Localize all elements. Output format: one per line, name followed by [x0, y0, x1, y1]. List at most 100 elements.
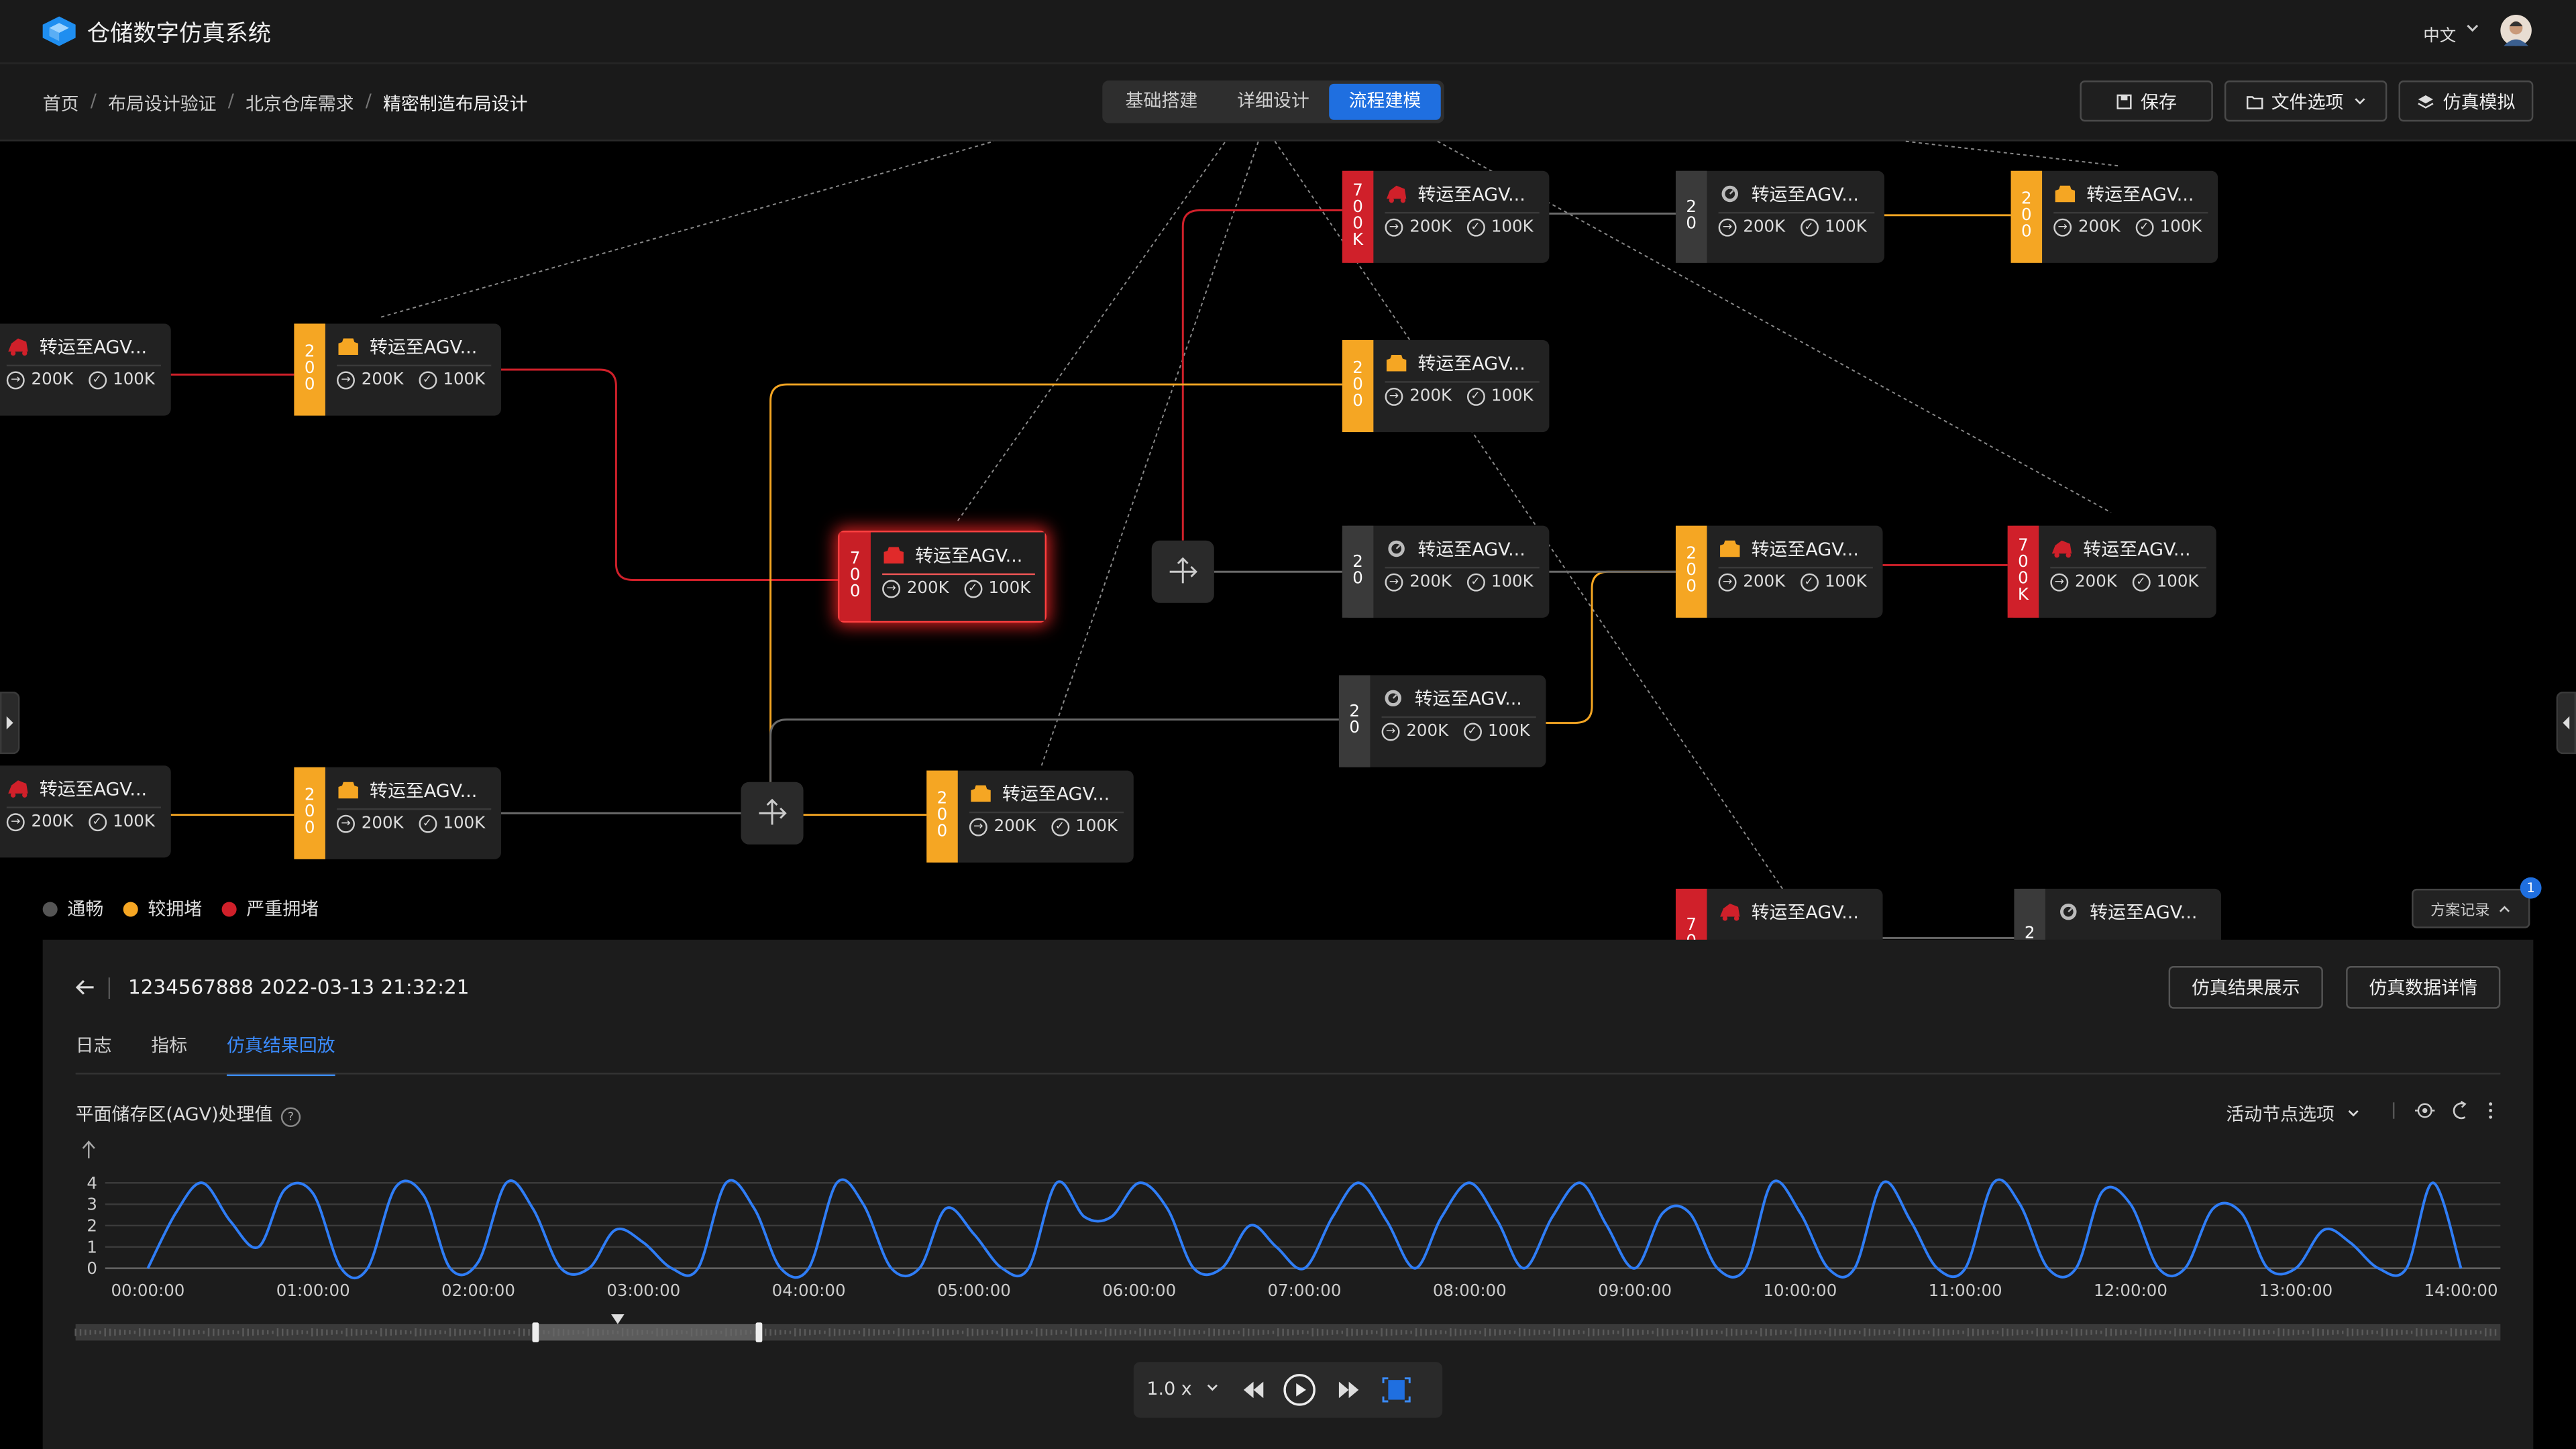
fast-forward-icon[interactable] — [1337, 1380, 1360, 1399]
node-input-value: 200K — [1409, 387, 1452, 406]
chevron-down-icon — [2354, 98, 2365, 105]
input-icon: → — [2050, 573, 2069, 592]
folder-icon — [2245, 95, 2263, 109]
language-switch[interactable]: 中文 — [2423, 28, 2457, 46]
simulate-button[interactable]: 仿真模拟 — [2398, 80, 2534, 122]
timeline-selection — [535, 1324, 759, 1341]
play-icon[interactable] — [1283, 1373, 1316, 1406]
right-panel-toggle[interactable] — [2556, 692, 2576, 755]
caret-right-icon — [6, 716, 13, 730]
truck-icon — [1386, 185, 1407, 203]
back-arrow-icon[interactable] — [74, 976, 97, 999]
x-tick-label: 03:00:00 — [606, 1281, 680, 1300]
avatar[interactable] — [2500, 15, 2532, 46]
active-node-options[interactable]: 活动节点选项 — [2226, 1101, 2360, 1127]
left-panel-toggle[interactable] — [0, 692, 20, 755]
chevron-down-icon[interactable] — [2464, 19, 2480, 36]
input-icon: → — [969, 818, 987, 837]
tab-log[interactable]: 日志 — [75, 1034, 112, 1057]
gauge-icon — [2060, 903, 2077, 920]
rewind-icon[interactable] — [1242, 1380, 1265, 1399]
input-icon: → — [882, 580, 901, 598]
scheme-record-label: 方案记录 — [2430, 902, 2490, 920]
refresh-icon[interactable] — [2453, 1100, 2467, 1120]
breadcrumb-item[interactable]: 首页 — [42, 93, 79, 115]
process-node-2[interactable]: 转运至AGV... →200K✓100K — [0, 323, 171, 416]
gauge-icon — [1385, 690, 1401, 707]
node-output-value: 100K — [1075, 818, 1118, 837]
locate-icon[interactable] — [2415, 1103, 2435, 1118]
check-icon: ✓ — [2131, 573, 2150, 592]
tab-metrics[interactable]: 指标 — [151, 1034, 188, 1057]
node-output-value: 100K — [2156, 573, 2199, 592]
input-icon: → — [1385, 218, 1403, 237]
timeline-handle-right — [755, 1322, 763, 1342]
data-detail-button[interactable]: 仿真数据详情 — [2346, 966, 2501, 1009]
truck-icon — [2051, 540, 2072, 558]
input-icon: → — [2053, 218, 2072, 237]
box-icon — [1386, 354, 1407, 372]
node-output-value: 100K — [443, 371, 486, 390]
timeline-handle-left — [532, 1322, 539, 1342]
mode-basic[interactable]: 基础搭建 — [1125, 90, 1198, 112]
x-tick-label: 01:00:00 — [276, 1281, 350, 1300]
junction-node[interactable] — [741, 782, 804, 845]
box-icon — [1720, 540, 1740, 557]
file-options-button[interactable]: 文件选项 — [2224, 80, 2387, 122]
speed-select[interactable]: 1.0 x — [1146, 1379, 1220, 1400]
congestion-legend: 通畅 较拥堵 严重拥堵 — [42, 896, 319, 922]
node-title: 转运至AGV... — [1751, 902, 1859, 924]
result-display-button[interactable]: 仿真结果展示 — [2168, 966, 2323, 1009]
help-icon[interactable]: ? — [280, 1107, 301, 1128]
mode-detail[interactable]: 详细设计 — [1237, 90, 1309, 112]
breadcrumb-item[interactable]: 布局设计验证 — [107, 93, 217, 115]
input-icon: → — [1718, 573, 1737, 592]
junction-node[interactable] — [1151, 540, 1214, 603]
node-title: 转运至AGV... — [1417, 539, 1525, 561]
node-input-value: 200K — [361, 814, 404, 833]
node-output-value: 100K — [988, 580, 1031, 598]
node-title: 转运至AGV... — [370, 780, 478, 802]
node-title: 转运至AGV... — [39, 778, 148, 800]
check-icon: ✓ — [1466, 387, 1485, 406]
save-label: 保存 — [2141, 91, 2177, 113]
box-icon — [338, 782, 358, 799]
save-button[interactable]: 保存 — [2080, 80, 2213, 122]
x-tick-label: 13:00:00 — [2259, 1281, 2332, 1300]
mode-flow[interactable]: 流程建模 — [1329, 83, 1441, 120]
box-icon — [2055, 185, 2076, 203]
more-icon[interactable] — [2489, 1102, 2493, 1119]
node-output-value: 100K — [113, 371, 155, 390]
node-title: 转运至AGV... — [2086, 184, 2194, 206]
x-tick-label: 08:00:00 — [1433, 1281, 1507, 1300]
node-input-value: 200K — [1743, 218, 1786, 237]
x-tick-label: 00:00:00 — [111, 1281, 184, 1300]
node-output-value: 100K — [113, 813, 155, 832]
fit-view-icon[interactable] — [1382, 1377, 1411, 1403]
breadcrumb-item[interactable]: 北京仓库需求 — [245, 93, 354, 115]
node-title: 转运至AGV... — [1002, 784, 1110, 806]
scheme-record-button[interactable]: 方案记录 — [2412, 888, 2530, 928]
y-tick-label: 2 — [87, 1216, 97, 1236]
node-title: 转运至AGV... — [1414, 688, 1522, 710]
node-input-value: 200K — [361, 371, 404, 390]
process-node-12[interactable]: 转运至AGV... →200K✓100K — [0, 765, 171, 858]
y-axis-arrow-head — [82, 1140, 95, 1149]
